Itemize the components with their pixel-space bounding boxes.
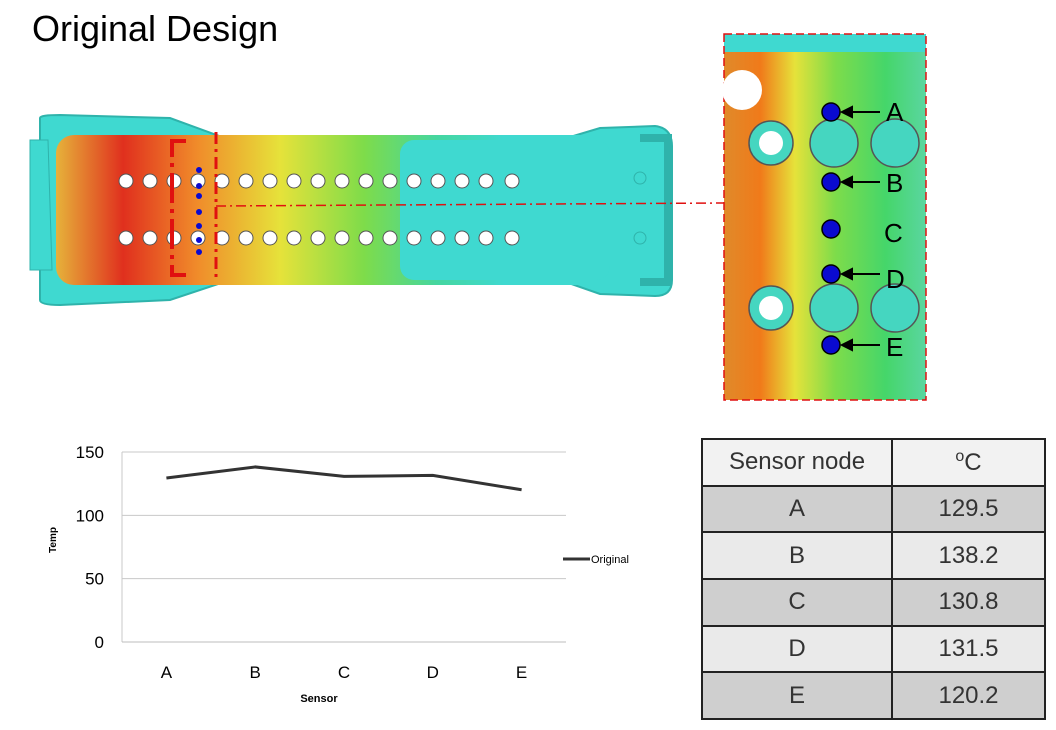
row-node: E xyxy=(701,671,893,720)
y-tick-label: 0 xyxy=(95,633,104,652)
row-value: 120.2 xyxy=(891,671,1046,720)
table-row: B 138.2 xyxy=(701,531,1046,580)
x-axis-label: Sensor xyxy=(300,693,338,705)
table-header-row: Sensor node oC xyxy=(701,438,1046,487)
chart-gridlines xyxy=(121,451,566,643)
row-node: D xyxy=(701,624,893,674)
sensor-label-e: E xyxy=(886,332,903,362)
row-value: 138.2 xyxy=(891,531,1046,580)
sensor-label-b: B xyxy=(886,168,903,198)
y-tick-label: 150 xyxy=(76,443,104,462)
page-title: Original Design xyxy=(32,8,279,49)
row-node: A xyxy=(701,484,893,534)
row-node: B xyxy=(701,531,893,580)
y-axis-label: Temp xyxy=(48,527,59,553)
chart-series xyxy=(166,465,522,492)
chart-y-ticks: 0 50 100 150 xyxy=(76,443,104,652)
table-row: A 129.5 xyxy=(701,484,1046,534)
y-tick-label: 100 xyxy=(76,506,104,525)
row-node: C xyxy=(701,577,893,627)
thermal-part-image xyxy=(29,113,725,307)
series-line-original xyxy=(166,465,522,492)
row-value: 130.8 xyxy=(891,577,1046,627)
row-value: 129.5 xyxy=(891,484,1046,534)
x-tick-label: C xyxy=(338,663,350,682)
thermal-zoom-inset: A B C D E xyxy=(722,33,927,401)
legend-label: Original xyxy=(591,554,629,566)
header-celsius: oC xyxy=(891,438,1046,487)
sensor-label-d: D xyxy=(886,264,905,294)
temperature-line-chart: 0 50 100 150 A B C D E Temp Sensor Original xyxy=(48,443,629,705)
sensor-label-a: A xyxy=(886,97,904,127)
thermal-simulation-figure: A B C D E xyxy=(29,33,927,401)
y-tick-label: 50 xyxy=(85,570,104,589)
chart-x-ticks: A B C D E xyxy=(161,663,528,682)
table-row: C 130.8 xyxy=(701,577,1046,627)
sensor-temperature-table: Sensor node oC A 129.5 B 138.2 C 130.8 D… xyxy=(701,438,1046,720)
table-row: D 131.5 xyxy=(701,624,1046,674)
x-tick-label: D xyxy=(427,663,439,682)
table-row: E 120.2 xyxy=(701,671,1046,720)
chart-legend: Original xyxy=(563,554,629,566)
x-tick-label: A xyxy=(161,663,173,682)
celsius-unit: C xyxy=(964,448,982,476)
sensor-label-c: C xyxy=(884,218,903,248)
row-value: 131.5 xyxy=(891,624,1046,674)
degree-sign: o xyxy=(955,447,965,465)
header-sensor-node: Sensor node xyxy=(701,438,893,487)
x-tick-label: E xyxy=(516,663,527,682)
x-tick-label: B xyxy=(250,663,261,682)
